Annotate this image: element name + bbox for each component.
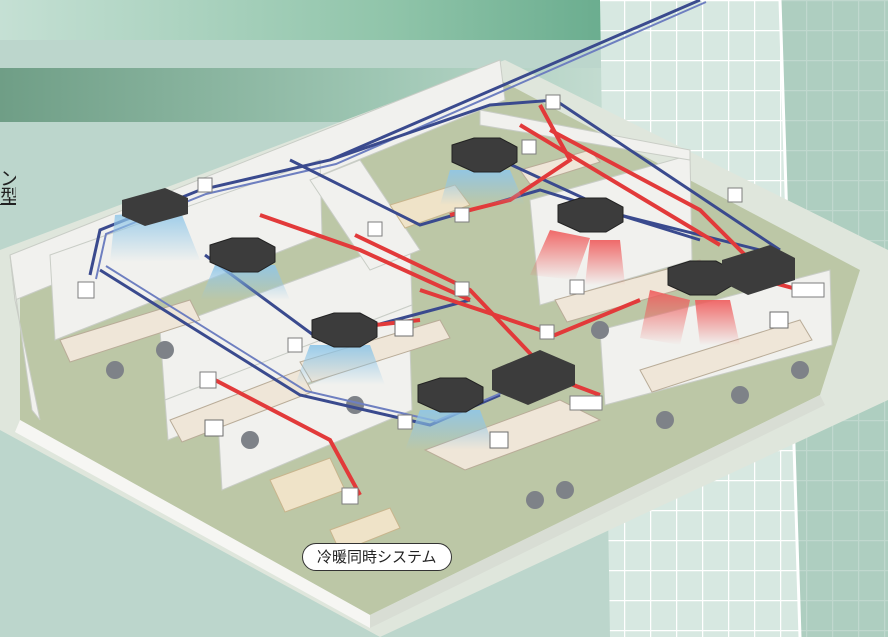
side-text-bottom: 型	[0, 186, 16, 208]
warm-airflows	[530, 230, 740, 345]
system-name-label: 冷暖同時システム	[302, 543, 452, 571]
cropped-side-text: ン 型	[0, 168, 16, 208]
ceiling-duct-unit-icon	[122, 188, 795, 405]
side-text-top: ン	[0, 168, 16, 186]
hot-refrigerant-pipes	[214, 104, 801, 496]
ceiling-cassette-unit-icon	[209, 137, 734, 413]
monitor-icon	[204, 311, 789, 449]
wall-controller-icon	[77, 94, 825, 505]
header-band	[0, 0, 720, 40]
cool-airflows	[110, 170, 525, 450]
